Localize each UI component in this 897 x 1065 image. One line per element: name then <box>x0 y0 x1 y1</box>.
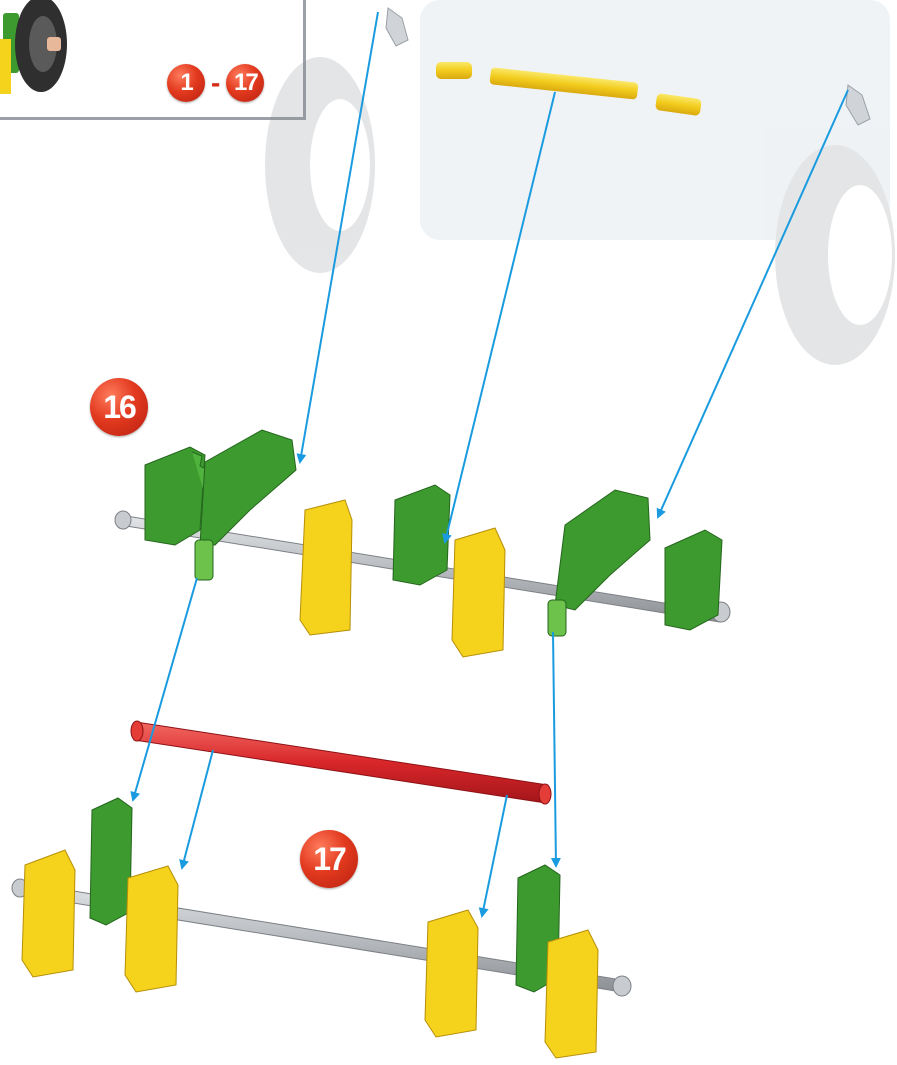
arrow-red-rod-to-step17-left <box>182 750 213 868</box>
step16-yellow-connector-1 <box>300 500 352 635</box>
step16-green-connector-5 <box>665 530 722 630</box>
step17-yellow-connector-4 <box>545 930 598 1058</box>
step16-rod-end-left <box>115 511 131 529</box>
yellow-rod-end-left <box>436 62 472 79</box>
arrow-step16-to-step17-right <box>553 632 556 866</box>
arrow-step16-to-step17-left <box>133 578 197 800</box>
faded-vehicle-background <box>265 0 895 365</box>
gray-connector-left <box>386 8 408 46</box>
step16-green-connector-3 <box>393 485 450 585</box>
faded-left-wheel <box>265 57 375 273</box>
step-16-assembly <box>115 430 730 657</box>
step17-rod-end-right <box>613 976 631 996</box>
step17-green-connector-1 <box>90 798 132 925</box>
red-rod-end-right <box>539 784 551 804</box>
red-rod <box>134 722 548 803</box>
arrow-red-rod-to-step17-right <box>482 795 507 916</box>
step16-yellow-connector-2 <box>452 528 505 657</box>
red-rod-part <box>131 721 551 804</box>
step-16-badge: 16 <box>90 378 148 436</box>
step16-green-connector-2 <box>195 430 296 580</box>
step17-yellow-connector-1 <box>22 850 75 977</box>
step-17-badge: 17 <box>300 830 358 888</box>
step17-yellow-connector-3 <box>425 910 478 1037</box>
red-rod-end-left <box>131 721 143 741</box>
step16-green-connector-4 <box>548 490 650 636</box>
step17-yellow-connector-2 <box>125 866 178 992</box>
faded-right-wheel <box>775 145 895 365</box>
